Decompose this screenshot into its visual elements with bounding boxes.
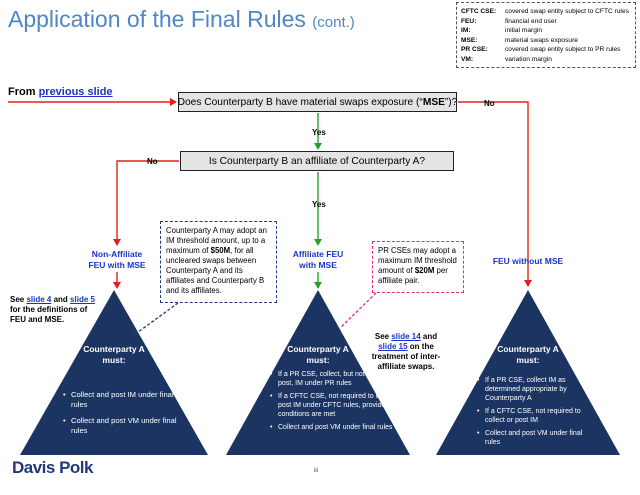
question-mse-box: Does Counterparty B have material swaps … [178, 92, 457, 112]
list-item: Collect and post IM under final rules [63, 390, 181, 410]
note-left: See slide 4 and slide 5 for the definiti… [10, 295, 95, 324]
label-no-2: No [147, 157, 158, 166]
triangle-left-bullets: Collect and post IM under final rules Co… [63, 390, 181, 442]
glossary-row: MSE:material swaps exposure [461, 36, 578, 44]
arrow-q2-no [113, 160, 179, 246]
davis-polk-logo: Davis Polk [12, 458, 94, 477]
slide-14-link[interactable]: slide 14 [391, 332, 421, 341]
callout-threshold-20m: PR CSEs may adopt a maximum IM threshold… [372, 241, 464, 293]
page-title-cont: (cont.) [312, 14, 355, 31]
list-item: Collect and post VM under final rules [270, 423, 408, 432]
label-yes-1: Yes [312, 128, 326, 137]
list-item: Collect and post VM under final rules [63, 416, 181, 436]
triangle-right-bullets: If a PR CSE, collect IM as determined ap… [477, 376, 599, 451]
glossary-row: PR CSE:covered swap entity subject to PR… [461, 46, 621, 54]
header-feu-without-mse: FEU without MSE [492, 256, 564, 266]
slide-5-link[interactable]: slide 5 [70, 295, 95, 304]
note-mid: See slide 14 and slide 15 on the treatme… [371, 332, 441, 371]
arrow-q1-no [458, 101, 532, 287]
glossary-row: CFTC CSE:covered swap entity subject to … [461, 8, 629, 15]
callout2-leader [339, 292, 377, 329]
glossary-row: VM:variation margin [461, 55, 552, 63]
triangle-left [20, 290, 208, 455]
label-no-1: No [484, 99, 495, 108]
list-item: If a PR CSE, collect IM as determined ap… [477, 376, 599, 403]
triangle-mid-bullets: If a PR CSE, collect, but not required t… [270, 370, 408, 436]
glossary-row: IM:initial margin [461, 27, 543, 35]
previous-slide-link[interactable]: previous slide [38, 86, 113, 98]
list-item: If a PR CSE, collect, but not required t… [270, 370, 408, 388]
question-affiliate-box: Is Counterparty B an affiliate of Counte… [180, 151, 454, 171]
list-item: If a CFTC CSE, not required to collect o… [477, 407, 599, 425]
glossary-row: FEU:financial end user [461, 17, 557, 25]
slide-15-link[interactable]: slide 15 [378, 342, 408, 351]
page-title: Application of the Final Rules (cont.) [8, 6, 355, 32]
page-number: iii [314, 468, 318, 474]
list-item: Collect and post VM under final rules [477, 429, 599, 447]
glossary-box: CFTC CSE:covered swap entity subject to … [456, 2, 636, 68]
slide-4-link[interactable]: slide 4 [26, 295, 52, 304]
from-previous-label: From previous slide [8, 86, 113, 98]
callout1-leader [129, 302, 179, 339]
callout-threshold-50m: Counterparty A may adopt an IM threshold… [160, 221, 277, 303]
label-yes-2: Yes [312, 200, 326, 209]
list-item: If a CFTC CSE, not required to collect o… [270, 392, 408, 419]
